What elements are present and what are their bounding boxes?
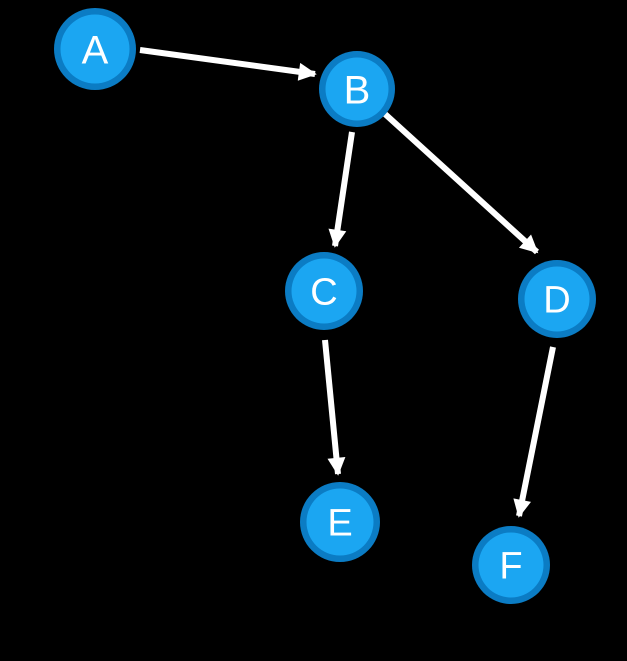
node-body <box>291 258 357 324</box>
edge-C-E <box>322 339 346 476</box>
node-body <box>524 266 590 332</box>
node-body <box>60 14 130 84</box>
node-E[interactable]: E <box>300 482 380 562</box>
edge-B-C <box>328 131 355 248</box>
edge-D-F <box>513 346 556 518</box>
edge-A-B <box>139 47 317 81</box>
node-body <box>306 488 374 556</box>
node-body <box>478 532 544 598</box>
node-F[interactable]: F <box>472 526 550 604</box>
node-body <box>325 57 389 121</box>
node-A[interactable]: A <box>54 8 136 90</box>
node-D[interactable]: D <box>518 260 596 338</box>
edge-B-D <box>382 111 540 255</box>
node-C[interactable]: C <box>285 252 363 330</box>
node-B[interactable]: B <box>319 51 395 127</box>
